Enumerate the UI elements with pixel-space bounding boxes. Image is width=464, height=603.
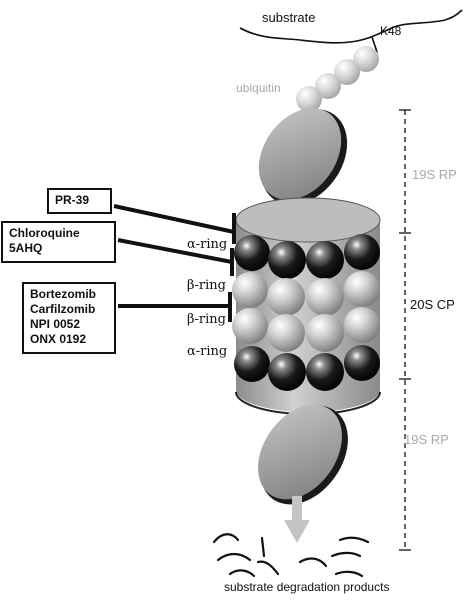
ubiquitin-bead <box>296 86 322 112</box>
inhibitor-box-proteasome-inhibitors: Bortezomib Carfilzomib NPI 0052 ONX 0192 <box>22 282 116 354</box>
k48-label: K48 <box>380 24 401 38</box>
inhibitor-name: Bortezomib <box>30 287 108 302</box>
inhibitor-name: PR-39 <box>55 193 104 208</box>
products-caption: substrate degradation products <box>224 580 389 594</box>
beta-ring-top-label: β-ring <box>187 278 226 293</box>
19s-rp-top-label: 19S RP <box>412 167 457 182</box>
alpha-ring-bottom-label: α-ring <box>187 344 227 359</box>
inhibitor-name: NPI 0052 <box>30 317 108 332</box>
ubiquitin-label: ubiquitin <box>236 81 281 95</box>
inhibitor-box-pr39: PR-39 <box>47 188 112 214</box>
20s-cp-label: 20S CP <box>410 297 455 312</box>
19s-rp-bottom-label: 19S RP <box>404 432 449 447</box>
degradation-fragments <box>214 534 368 576</box>
inhibitor-name: Carfilzomib <box>30 302 108 317</box>
dimension-bar <box>399 110 411 550</box>
inhibitor-connectors <box>114 206 234 322</box>
inhibitor-name: ONX 0192 <box>30 332 108 347</box>
20s-core-body <box>232 198 380 414</box>
ubiquitin-chain <box>296 46 379 112</box>
beta-ring-bottom-label: β-ring <box>187 312 226 327</box>
inhibitor-name: Chloroquine <box>9 226 108 241</box>
inhibitor-box-chloroquine: Chloroquine 5AHQ <box>1 221 116 263</box>
alpha-ring-top-label: α-ring <box>187 237 227 252</box>
inhibitor-name: 5AHQ <box>9 241 108 256</box>
substrate-label: substrate <box>262 10 315 25</box>
